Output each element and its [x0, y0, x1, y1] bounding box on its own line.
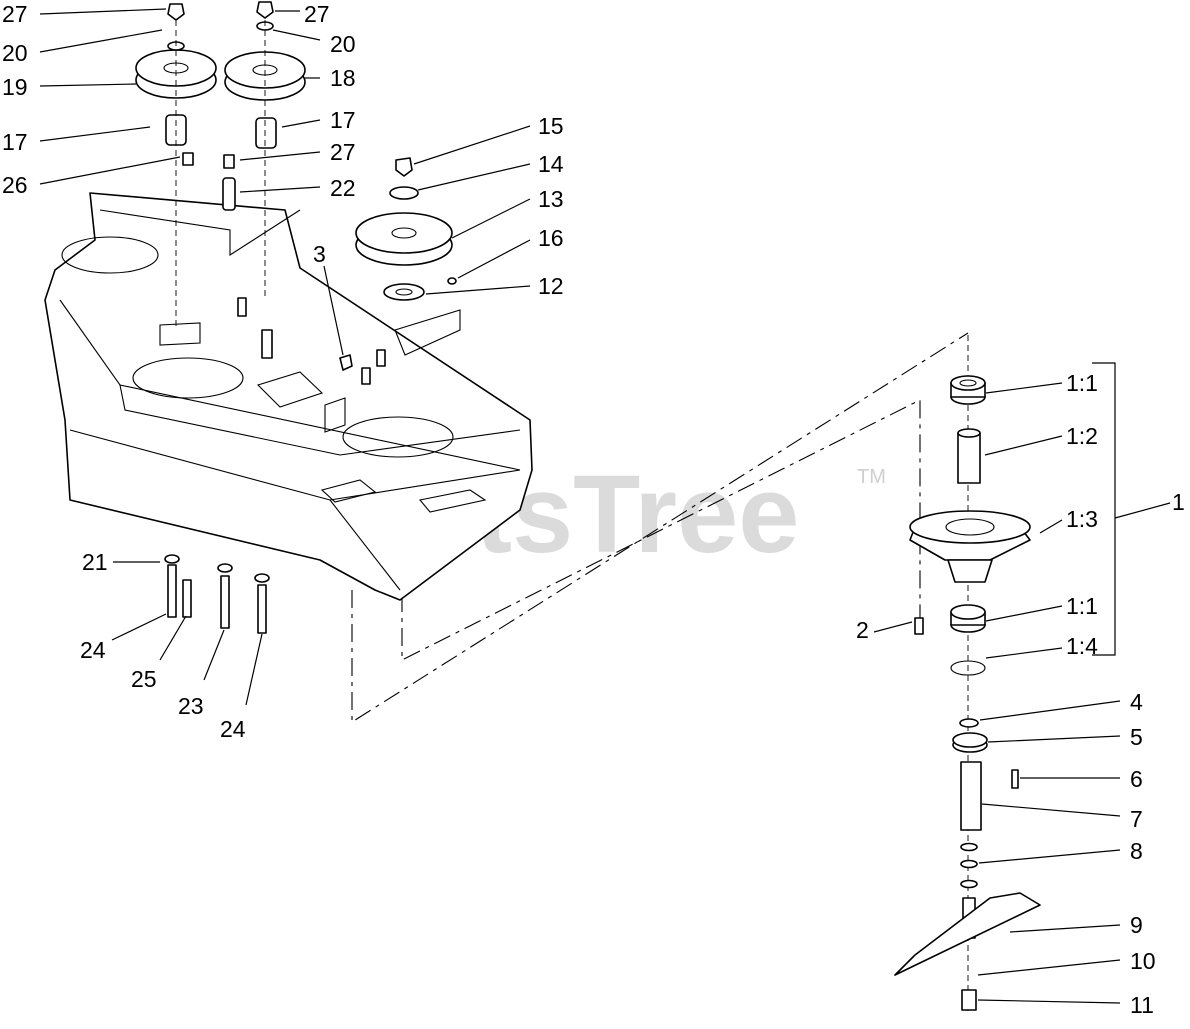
- callout-27: 27: [330, 139, 356, 165]
- callout-1: 1: [1172, 489, 1185, 515]
- callout-21: 21: [82, 549, 108, 575]
- callout-17: 17: [330, 107, 356, 133]
- callout-13: 13: [538, 186, 564, 212]
- callout-15: 15: [538, 113, 564, 139]
- pulley-19: [135, 3, 217, 330]
- callout-1-1: 1:1: [1066, 370, 1098, 396]
- callout-18: 18: [330, 65, 356, 91]
- mower-deck: [44, 192, 533, 601]
- callout-19: 19: [2, 74, 28, 100]
- callout-10: 10: [1130, 948, 1156, 974]
- callout-14: 14: [538, 151, 564, 177]
- callout-12: 12: [538, 273, 564, 299]
- callout-1-4: 1:4: [1066, 633, 1098, 659]
- callout-24: 24: [80, 637, 106, 663]
- callout-17: 17: [2, 129, 28, 155]
- leader-lines: [39, 8, 1121, 1004]
- callout-25: 25: [131, 666, 157, 692]
- callout-4: 4: [1130, 689, 1143, 715]
- watermark-trademark: TM: [857, 466, 886, 488]
- callout-1-1: 1:1: [1066, 593, 1098, 619]
- callout-9: 9: [1130, 912, 1143, 938]
- spindle-assembly: [894, 375, 1041, 1011]
- callout-8: 8: [1130, 838, 1143, 864]
- callout-1-2: 1:2: [1066, 423, 1098, 449]
- callout-26: 26: [2, 172, 28, 198]
- deck-bolts: [164, 554, 270, 634]
- callout-1-3: 1:3: [1066, 506, 1098, 532]
- callout-27: 27: [2, 1, 28, 27]
- callout-24: 24: [220, 716, 246, 742]
- callout-3: 3: [313, 241, 326, 267]
- pulley-18: [224, 1, 306, 300]
- callout-20: 20: [2, 40, 28, 66]
- callout-2: 2: [856, 617, 869, 643]
- assembly-1-bracket: [1092, 362, 1116, 656]
- idler-pulley-13: [339, 157, 457, 371]
- callout-11: 11: [1130, 992, 1154, 1018]
- callout-5: 5: [1130, 724, 1143, 750]
- callout-6: 6: [1130, 766, 1143, 792]
- callout-27: 27: [304, 1, 330, 27]
- callout-7: 7: [1130, 806, 1143, 832]
- callout-22: 22: [330, 175, 356, 201]
- callout-16: 16: [538, 225, 564, 251]
- callout-23: 23: [178, 693, 204, 719]
- spacer-22: [182, 152, 236, 211]
- callout-20: 20: [330, 31, 356, 57]
